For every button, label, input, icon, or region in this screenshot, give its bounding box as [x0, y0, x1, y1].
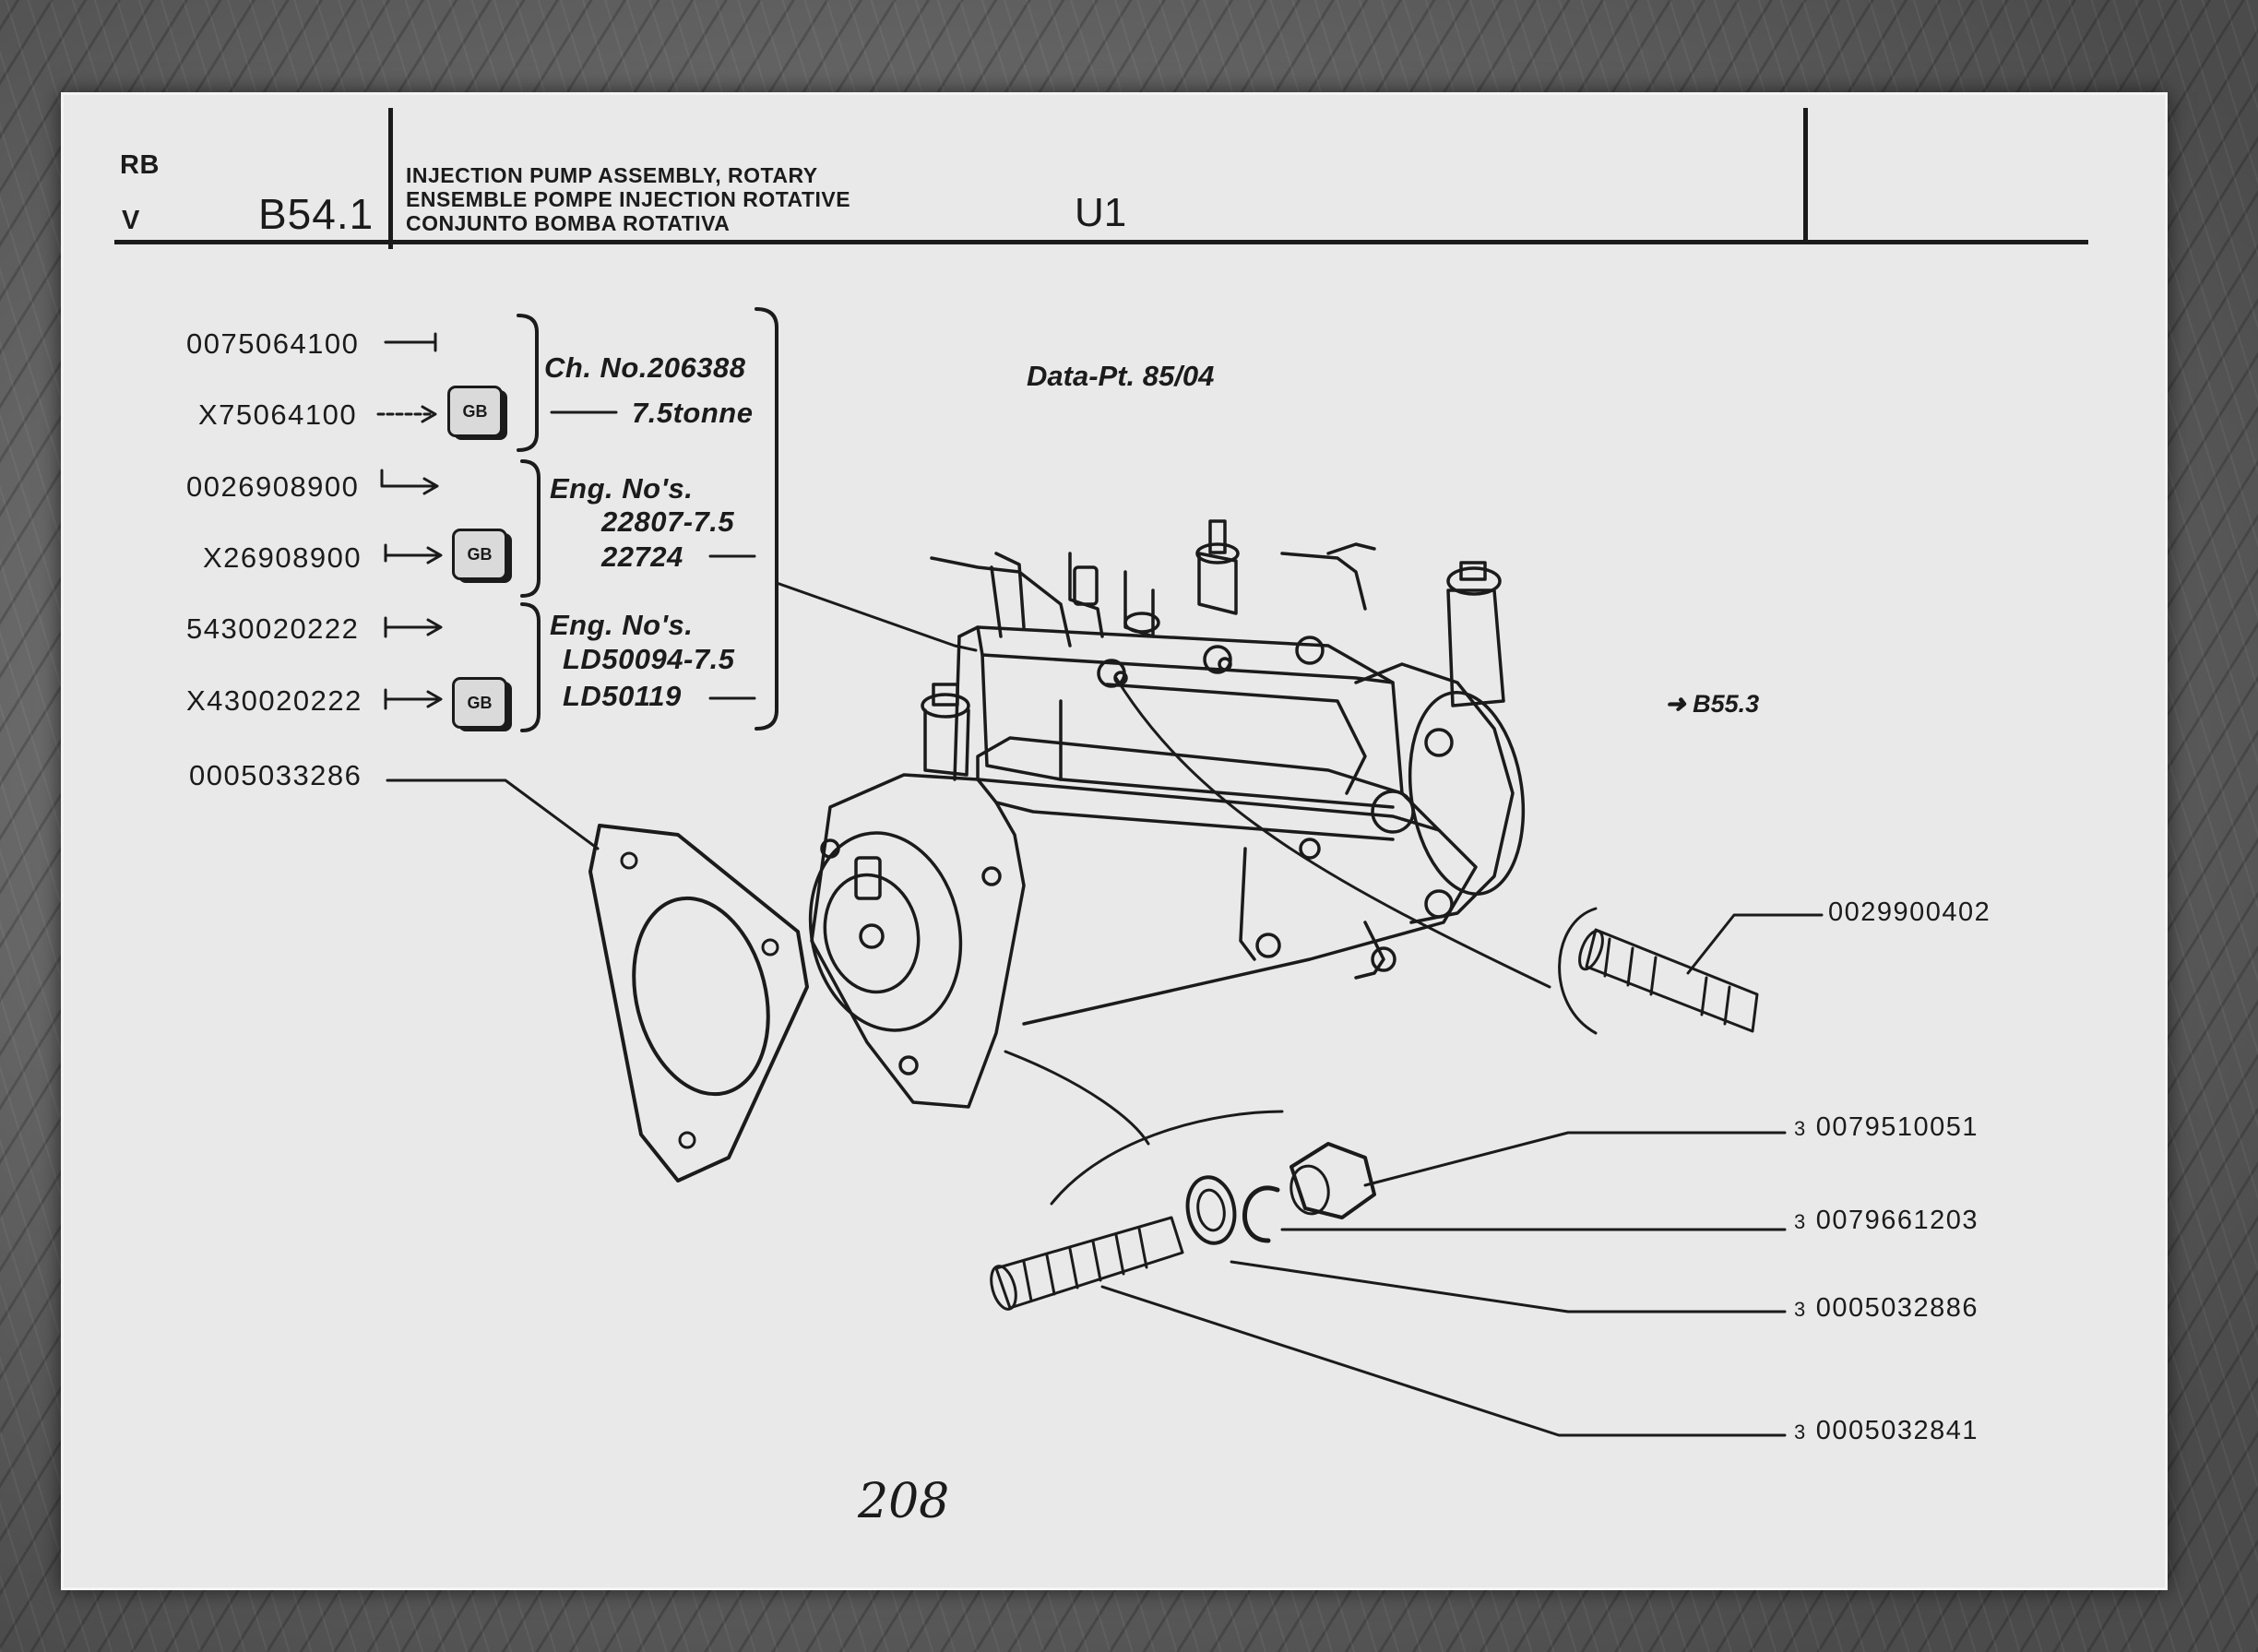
- arrow-x75064100: [376, 405, 437, 423]
- header-title-fr: ENSEMBLE POMPE INJECTION ROTATIVE: [406, 187, 851, 211]
- applicability-tonnage: 7.5tonne: [632, 397, 754, 429]
- washer-flat: [1185, 1175, 1237, 1245]
- applicability-chassis: Ch. No.206388: [544, 351, 746, 384]
- callout-qty: 3: [1794, 1210, 1807, 1233]
- arrow-x26908900: [384, 543, 443, 565]
- arrow-right-icon: ➜: [1665, 690, 1686, 718]
- arrow-5430020222: [384, 616, 443, 638]
- gasket-plate: [588, 824, 809, 1183]
- cross-reference-code: B55.3: [1693, 690, 1760, 718]
- applicability-eng-label: Eng. No's.: [550, 609, 694, 641]
- applicability-eng-number: LD50094-7.5: [563, 643, 735, 675]
- header-title-es: CONJUNTO BOMBA ROTATIVA: [406, 211, 731, 235]
- gb-badge-icon: GB: [447, 386, 503, 437]
- brace-group-2: [520, 459, 541, 598]
- cross-reference: ➜ B55.3: [1665, 690, 1759, 719]
- lang-code-v: V: [122, 206, 140, 235]
- callout-part: 0029900402: [1828, 897, 1991, 927]
- callout-0079510051: 3 0079510051: [1794, 1112, 1979, 1143]
- brace-outer: [755, 307, 778, 731]
- leader-gasket: [386, 778, 600, 850]
- header-rule: [114, 240, 2088, 244]
- part-number-5430020222: 5430020222: [186, 612, 360, 645]
- header-divider-left: [388, 108, 393, 249]
- callout-qty: 3: [1794, 1420, 1807, 1444]
- gb-badge-icon: GB: [452, 677, 507, 729]
- injection-pump-body: [808, 519, 1526, 1109]
- arrow-0075064100: [384, 332, 437, 352]
- callout-0029900402: 0029900402: [1828, 897, 1991, 928]
- applicability-eng-label: Eng. No's.: [550, 472, 694, 505]
- part-number-x75064100: X75064100: [198, 398, 358, 431]
- callout-part: 0005032886: [1815, 1293, 1979, 1323]
- header-title-en: INJECTION PUMP ASSEMBLY, ROTARY: [406, 163, 818, 187]
- callout-part: 0079661203: [1815, 1206, 1979, 1235]
- data-point-note: Data-Pt. 85/04: [1027, 360, 1215, 392]
- part-number-0026908900: 0026908900: [186, 470, 360, 503]
- leader-brace-to-pump: [775, 581, 978, 652]
- arrow-x430020222: [384, 688, 443, 710]
- callout-part: 0005032841: [1815, 1416, 1979, 1445]
- model-code: U1: [1075, 190, 1127, 235]
- stud-upper: [1578, 928, 1759, 1033]
- page-number-handwritten: 208: [858, 1474, 950, 1529]
- lang-code-rb: RB: [120, 150, 160, 180]
- header-divider-right: [1803, 108, 1808, 242]
- arrow-0026908900: [380, 469, 439, 495]
- part-number-0075064100: 0075064100: [186, 327, 360, 360]
- part-number-x430020222: X430020222: [186, 684, 362, 717]
- section-code: B54.1: [258, 190, 374, 238]
- callout-0005032841: 3 0005032841: [1794, 1416, 1979, 1446]
- leader-0029900402: [1686, 913, 1824, 975]
- applicability-eng-number: 22807-7.5: [601, 505, 735, 538]
- hex-nut: [1289, 1142, 1376, 1219]
- applicability-eng-number: 22724: [601, 541, 683, 573]
- part-number-0005033286: 0005033286: [189, 759, 362, 791]
- leader-0005032841: [1100, 1285, 1787, 1437]
- brace-group-3: [520, 602, 541, 732]
- lock-washer: [1242, 1185, 1280, 1243]
- callout-qty: 3: [1794, 1117, 1807, 1140]
- applicability-eng-number: LD50119: [563, 680, 682, 712]
- callout-0005032886: 3 0005032886: [1794, 1293, 1979, 1324]
- callout-qty: 3: [1794, 1298, 1807, 1321]
- leader-0079510051: [1363, 1131, 1787, 1187]
- callout-part: 0079510051: [1815, 1112, 1979, 1142]
- brace-group-1: [517, 314, 539, 452]
- leader-lower-group: [1004, 1050, 1150, 1146]
- gb-badge-icon: GB: [452, 529, 507, 580]
- leader-0005032886: [1230, 1260, 1787, 1313]
- callout-0079661203: 3 0079661203: [1794, 1206, 1979, 1236]
- leader-stud-upper: [1114, 676, 1551, 989]
- part-number-x26908900: X26908900: [203, 541, 362, 574]
- stud-lower: [990, 1216, 1184, 1311]
